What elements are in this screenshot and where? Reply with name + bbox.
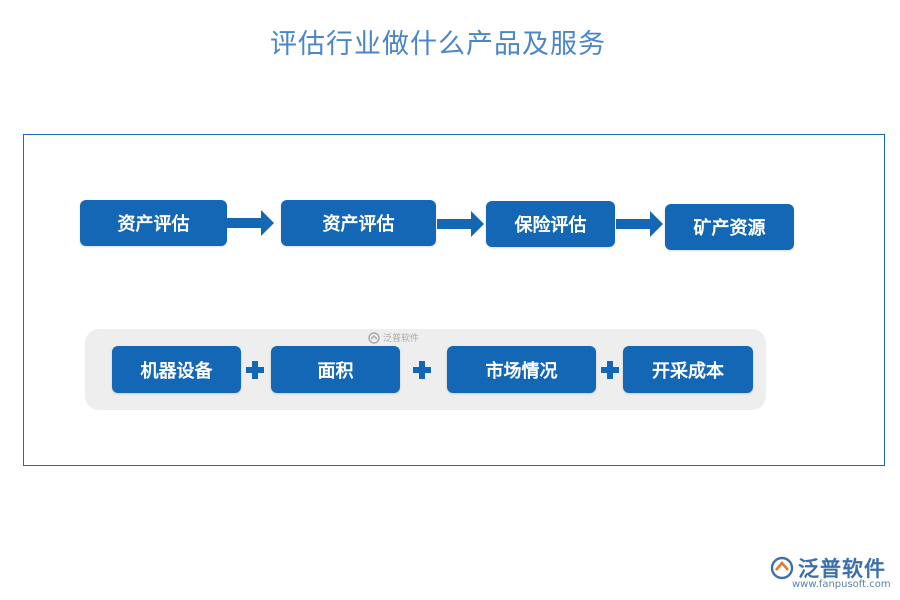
arrow-right-icon xyxy=(437,211,484,237)
factor-item-1: 机器设备 xyxy=(112,346,241,393)
flow-step-2: 资产评估 xyxy=(281,200,436,246)
logo-icon xyxy=(770,556,794,580)
factor-item-3: 市场情况 xyxy=(447,346,596,393)
flow-step-3: 保险评估 xyxy=(486,201,615,247)
factor-item-4: 开采成本 xyxy=(623,346,753,393)
page-title: 评估行业做什么产品及服务 xyxy=(270,29,606,60)
logo-icon xyxy=(368,331,380,344)
watermark: 泛普软件 xyxy=(368,331,419,344)
brand-url: www.fanpusoft.com xyxy=(792,579,891,590)
plus-icon xyxy=(246,361,264,379)
plus-icon xyxy=(413,361,431,379)
brand-name: 泛普软件 xyxy=(798,557,886,581)
factor-item-2: 面积 xyxy=(271,346,400,393)
plus-icon xyxy=(601,361,619,379)
arrow-right-icon xyxy=(616,211,663,237)
diagram-frame xyxy=(23,134,885,466)
flow-step-4: 矿产资源 xyxy=(665,204,794,250)
arrow-right-icon xyxy=(227,210,274,236)
flow-step-1: 资产评估 xyxy=(80,200,227,246)
brand-logo: 泛普软件 xyxy=(770,553,886,583)
